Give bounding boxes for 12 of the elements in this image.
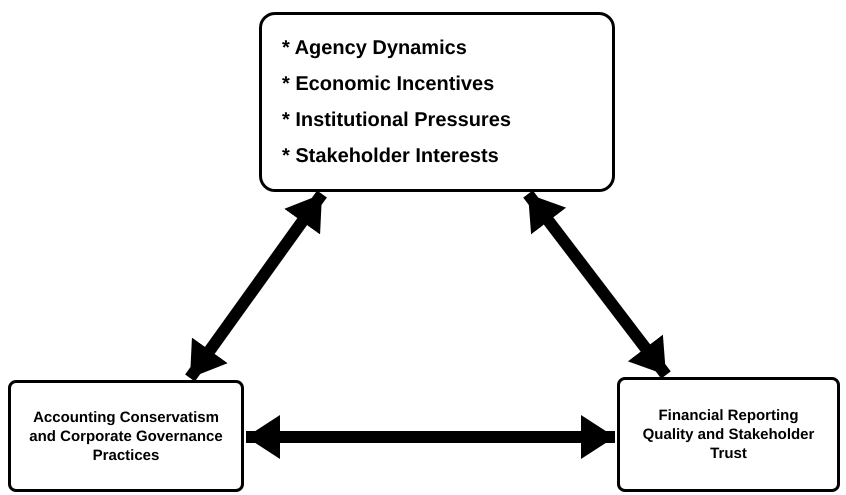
box-text: * Agency Dynamics [282,37,467,59]
double-arrow [185,190,327,382]
text-box [8,380,244,492]
box-text: * Institutional Pressures [282,109,511,131]
box-text: * Economic Incentives [282,73,494,95]
box-text: Accounting Conservatism and Corporate Governance Practices [28,408,224,464]
box-text: Financial Reporting Quality and Stakeholder Trust [642,406,816,463]
double-arrow [523,190,671,379]
text-box [617,377,840,492]
text-box [259,12,615,192]
double-arrow [246,415,615,459]
box-text: * Stakeholder Interests [282,145,499,167]
